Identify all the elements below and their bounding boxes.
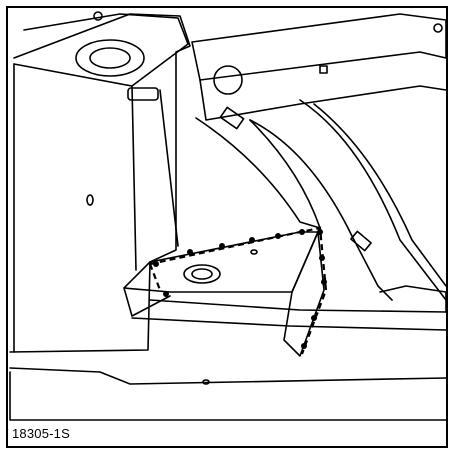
bracket-side-flange xyxy=(283,231,325,357)
rail-square-hole xyxy=(319,65,328,74)
rail-round-boss xyxy=(213,65,243,95)
lower-sill-top xyxy=(149,299,447,313)
floor-panel xyxy=(9,371,447,421)
rivet-top-2 xyxy=(433,23,443,33)
pillar-clip xyxy=(219,106,245,130)
weld-spots xyxy=(153,229,327,349)
arch-curve-right-inner xyxy=(313,103,447,287)
lower-sill-front xyxy=(131,317,447,331)
weld-line xyxy=(148,226,328,355)
right-support xyxy=(379,285,447,313)
bracket-front-lip xyxy=(123,287,171,317)
upright-tab xyxy=(127,87,159,101)
upper-rail xyxy=(191,13,447,81)
left-upright-housing xyxy=(9,13,191,353)
rivet-top-1 xyxy=(93,11,103,21)
arch-pillar-outer xyxy=(195,117,321,229)
slot-left xyxy=(86,194,94,206)
upright-side-edge xyxy=(159,89,179,247)
arch-pillar-inner xyxy=(249,119,393,301)
bracket-top-plate xyxy=(123,231,319,293)
arch-clip xyxy=(350,230,372,252)
bracket-hole xyxy=(183,264,221,284)
figure-border xyxy=(6,6,448,448)
upright-top-face xyxy=(13,13,189,87)
upright-top-inner-hole xyxy=(89,47,131,69)
upper-rail-side xyxy=(199,79,447,121)
upright-front-edge xyxy=(131,85,137,271)
lower-sill-bottom xyxy=(9,367,447,385)
bracket-hole-inner xyxy=(191,268,213,280)
figure-reference-code: 18305-1S xyxy=(12,426,70,441)
arch-curve-right xyxy=(299,99,447,301)
slot-lower xyxy=(202,379,210,385)
slot-mid xyxy=(250,249,258,255)
upright-top-hole xyxy=(75,39,145,77)
